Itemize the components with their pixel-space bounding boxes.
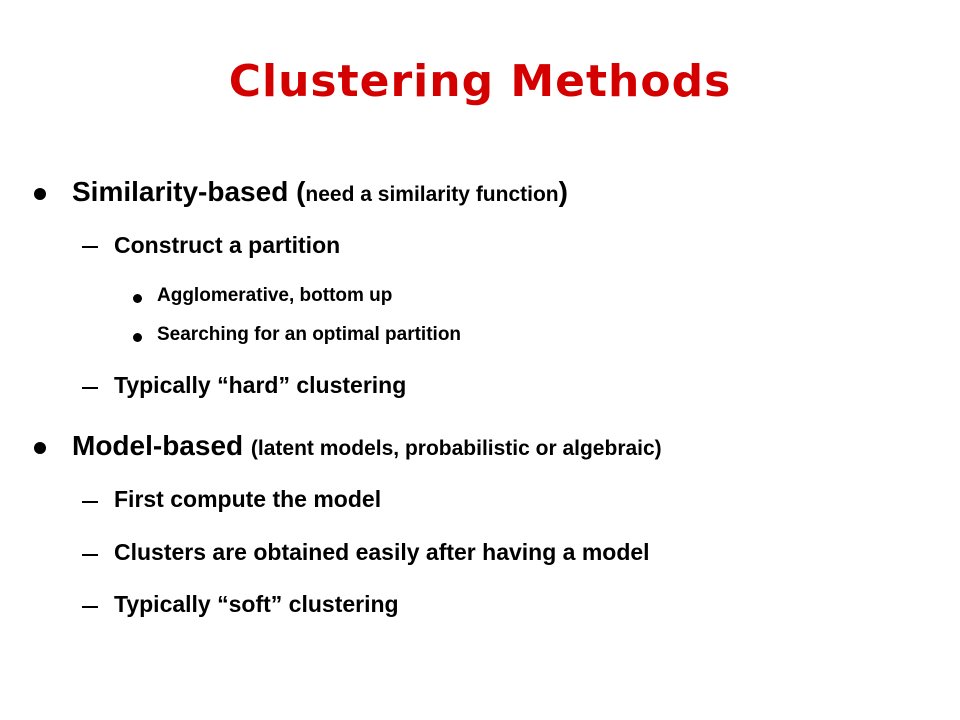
list-item-construct-partition: Construct a partition <box>114 232 341 258</box>
list-item-hard-clustering: Typically “hard” clustering <box>114 372 407 398</box>
section-heading-note: need a similarity function <box>305 183 559 206</box>
dash-bullet-icon <box>82 387 98 389</box>
dash-bullet-icon <box>82 554 98 556</box>
sub-item-agglomerative: Agglomerative, bottom up <box>157 285 393 306</box>
slide-title: Clustering Methods <box>228 56 732 107</box>
small-circle-bullet-icon <box>133 294 142 303</box>
sub-item-searching: Searching for an optimal partition <box>157 324 462 345</box>
section-heading-note: (latent models, probabilistic or algebra… <box>250 437 662 460</box>
dash-bullet-icon <box>82 246 98 248</box>
section-heading-model: Model-based (latent models, probabilisti… <box>72 430 662 462</box>
section-heading-main: Model-based <box>72 430 251 461</box>
dash-bullet-icon <box>82 501 98 503</box>
small-circle-bullet-icon <box>133 333 142 342</box>
dash-bullet-icon <box>82 606 98 608</box>
list-item-soft-clustering: Typically “soft” clustering <box>114 591 399 617</box>
circle-bullet-icon <box>34 442 46 454</box>
list-item-compute-model: First compute the model <box>114 486 382 512</box>
circle-bullet-icon <box>34 188 46 200</box>
list-item-clusters-obtained: Clusters are obtained easily after havin… <box>114 539 650 565</box>
section-heading-close: ) <box>558 176 568 207</box>
section-heading-main: Similarity-based ( <box>72 176 306 207</box>
section-heading-similarity: Similarity-based (need a similarity func… <box>72 176 568 208</box>
